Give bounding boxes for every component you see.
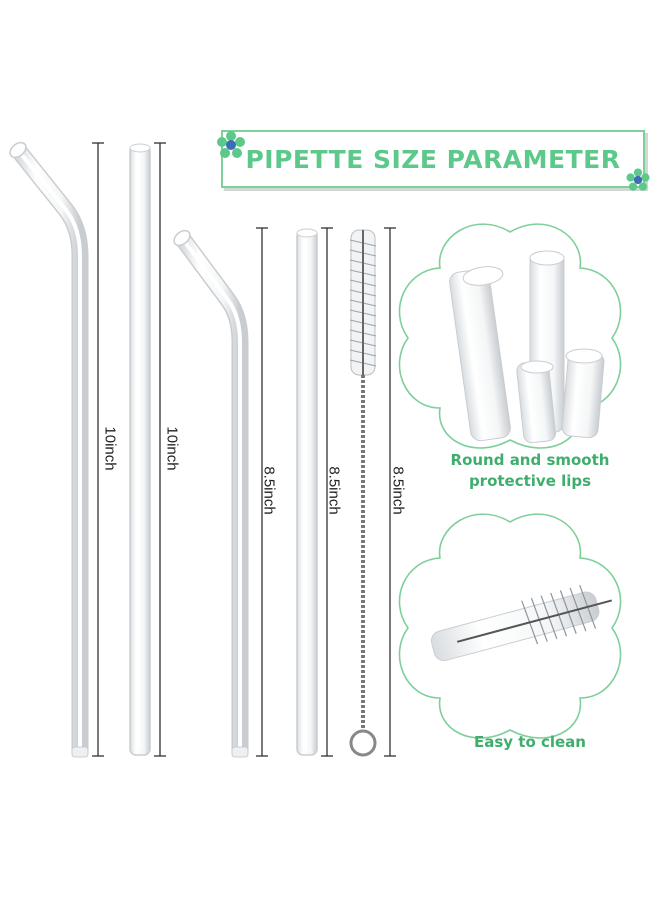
caption-line: Round and smooth [450,451,610,469]
feature-frame-brush [398,513,622,739]
bent-straw-long [9,141,89,758]
bent-straw-short [173,229,249,758]
cleaning-brush [349,229,377,757]
caption-line: Easy to clean [473,733,586,751]
title-banner: PIPETTE SIZE PARAMETER [221,130,645,188]
flower-icon [217,131,245,158]
straight-straw-long [129,143,151,756]
caption-line: protective lips [468,472,592,490]
dimension-label: 8.5inch [325,466,343,515]
dimension-label: 8.5inch [389,466,407,515]
feature-caption-brush: Easy to clean [430,732,630,753]
feature-frame-lips [398,223,622,449]
dimension-label: 10inch [163,426,181,471]
page-title: PIPETTE SIZE PARAMETER [245,144,621,174]
straight-straw-short [296,228,318,756]
flower-icon [626,168,650,191]
dimension-label: 8.5inch [260,466,278,515]
dimension-label: 10inch [101,426,119,471]
feature-caption-lips: Round and smooth protective lips [430,450,630,492]
dimension-lines [92,142,396,757]
